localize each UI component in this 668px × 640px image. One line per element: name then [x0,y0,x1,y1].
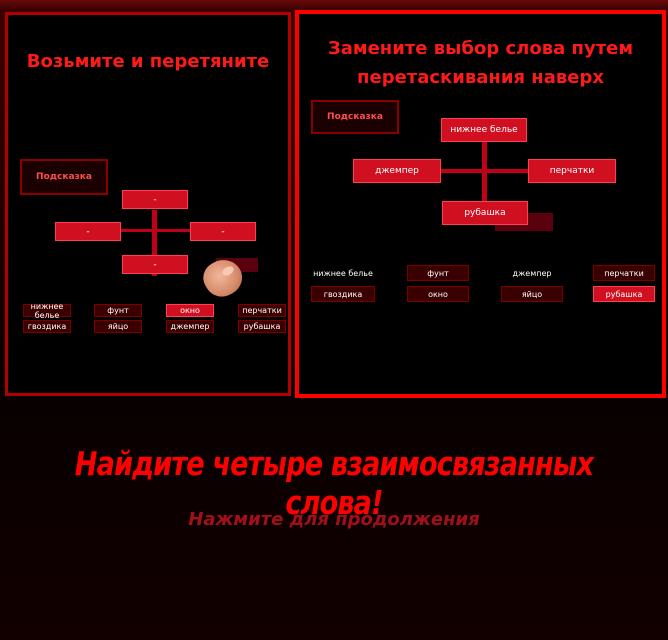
word-tile[interactable]: окно [166,304,214,317]
grid-slot-right[interactable]: - [190,222,256,241]
word-tile[interactable]: гвоздика [23,320,71,333]
grid-slot-left[interactable]: джемпер [353,159,441,183]
right-panel-title-line1: Замените выбор слова путем [327,38,634,59]
grid-connector [411,169,559,173]
word-tile[interactable]: нижнее белье [23,302,71,320]
left-tutorial-panel: Возьмите и перетяните Подсказка - - - - … [5,12,291,396]
grid-slot-left[interactable]: - [55,222,121,241]
left-panel-title: Возьмите и перетяните [26,51,270,72]
word-tile[interactable]: яйцо [501,286,563,302]
right-tutorial-panel: Замените выбор слова путем перетаскивани… [295,10,666,398]
hint-button[interactable]: Подсказка [20,159,108,195]
word-tile[interactable]: рубашка [238,320,286,333]
word-tile[interactable]: рубашка [593,286,655,302]
main-title: Найдите четыре взаимосвязанных слова! [74,444,594,522]
right-panel-title: Замените выбор слова путем перетаскивани… [299,34,662,92]
word-tile[interactable]: окно [407,286,469,302]
word-tile[interactable]: яйцо [94,320,142,333]
grid-slot-bottom[interactable]: - [122,255,188,274]
grid-slot-top[interactable]: - [122,190,188,209]
grid-slot-top[interactable]: нижнее белье [441,118,527,142]
grid-slot-right[interactable]: перчатки [528,159,616,183]
continue-prompt[interactable]: Нажмите для продолжения [188,509,480,530]
grid-slot-bottom[interactable]: рубашка [442,201,528,225]
word-tile[interactable]: фунт [94,304,142,317]
word-tile[interactable]: фунт [407,265,469,281]
grid-connector [86,229,222,232]
hint-button[interactable]: Подсказка [311,100,399,134]
word-tile[interactable]: нижнее белье [313,268,373,278]
word-tile[interactable]: гвоздика [311,286,375,302]
right-panel-title-line2: перетаскивания наверх [357,67,604,88]
grid-connector [152,210,157,276]
word-tile[interactable]: перчатки [593,265,655,281]
word-tile[interactable]: перчатки [238,304,286,317]
grid-connector [482,142,487,212]
word-tile[interactable]: джемпер [166,320,214,333]
word-tile[interactable]: джемпер [512,268,552,278]
